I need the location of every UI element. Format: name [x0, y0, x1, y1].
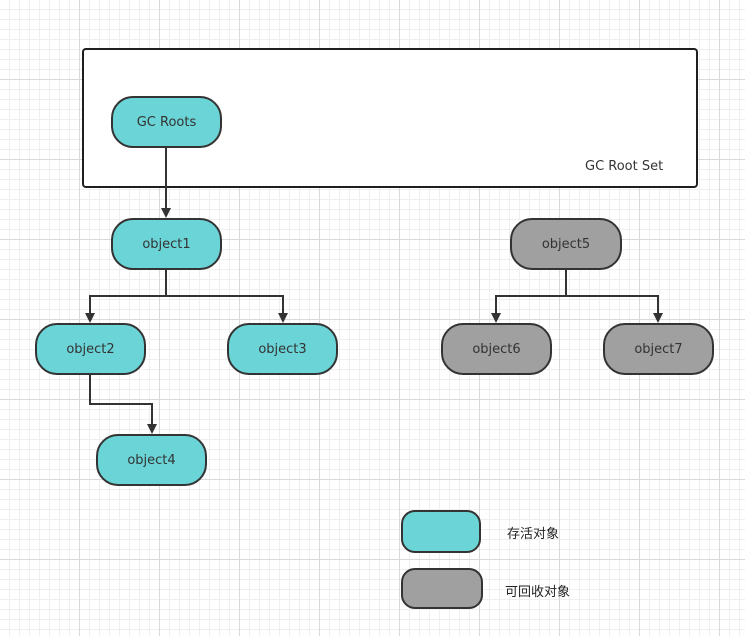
node-object2-label: object2 — [66, 341, 115, 357]
node-object1-label: object1 — [142, 236, 191, 252]
node-object7-label: object7 — [634, 341, 683, 357]
gc-root-set-label: GC Root Set — [585, 159, 664, 174]
node-object4: object4 — [96, 434, 207, 486]
edge-object1-object2 — [85, 269, 167, 323]
node-object7: object7 — [603, 323, 714, 375]
edge-object5-object6 — [491, 269, 567, 323]
node-object4-label: object4 — [127, 452, 176, 468]
legend-alive-label: 存活对象 — [507, 527, 560, 542]
node-gc-roots: GC Roots — [111, 96, 222, 148]
legend-collectible-label: 可回收对象 — [505, 585, 571, 600]
node-object6-label: object6 — [472, 341, 521, 357]
legend-alive-swatch — [401, 510, 481, 553]
node-object3: object3 — [227, 323, 338, 375]
node-object3-label: object3 — [258, 341, 307, 357]
node-object2: object2 — [35, 323, 146, 375]
node-object5: object5 — [510, 218, 622, 270]
edge-object1-object3 — [166, 295, 288, 323]
node-object1: object1 — [111, 218, 222, 270]
edge-object5-object7 — [566, 295, 663, 323]
node-object5-label: object5 — [541, 236, 591, 252]
edge-object2-object4 — [89, 374, 157, 434]
node-object6: object6 — [441, 323, 552, 375]
node-gc-roots-label: GC Roots — [136, 114, 197, 130]
legend-collectible-swatch — [401, 568, 483, 609]
